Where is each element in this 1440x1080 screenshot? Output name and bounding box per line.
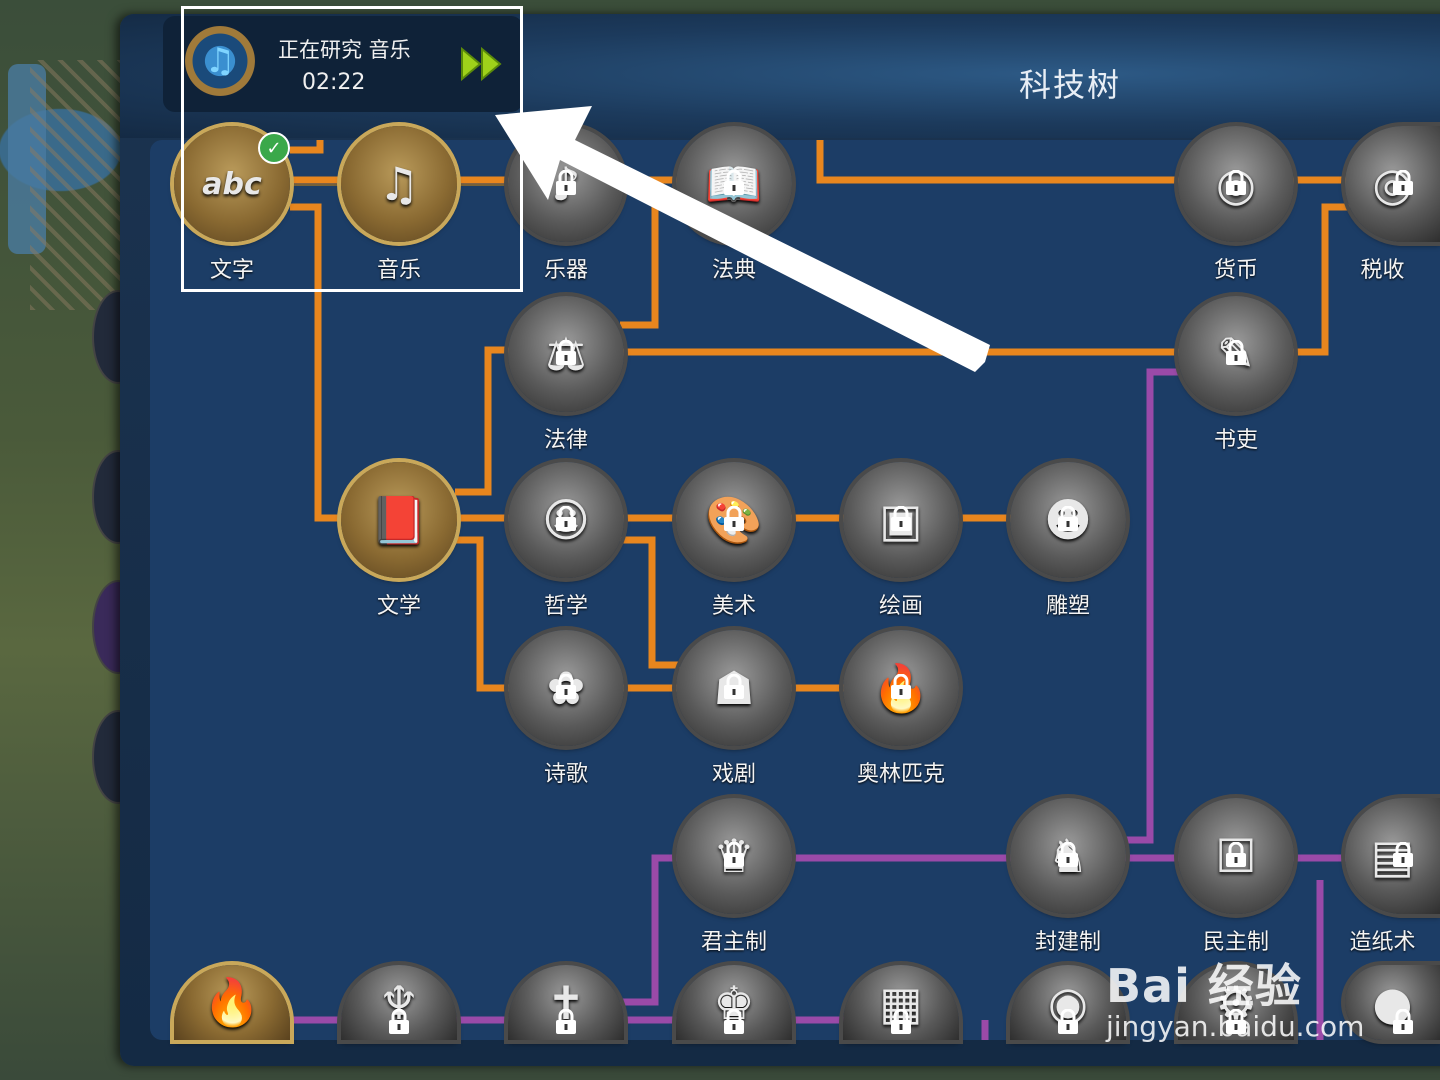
- tech-node-taxes[interactable]: ◎: [1345, 126, 1440, 242]
- music-note-icon: ♫: [185, 26, 255, 96]
- tech-label-painting: 绘画: [878, 594, 923, 619]
- tech-label-olympics: 奥林匹克: [856, 762, 945, 787]
- lock-icon: [891, 1009, 911, 1034]
- abc-icon: abc: [202, 166, 262, 202]
- completed-check-icon: ✓: [258, 132, 290, 164]
- path-philosophy-drama: [620, 536, 680, 669]
- path-code-top: [816, 140, 1180, 184]
- tech-node-papermaking[interactable]: ▤: [1345, 798, 1440, 914]
- lock-icon: [1058, 1009, 1078, 1034]
- path-code-law: [620, 180, 659, 329]
- lock-icon: [724, 842, 744, 867]
- tech-node-painting[interactable]: ▣: [843, 462, 959, 578]
- watermark-brand: Bai 经验: [1106, 959, 1302, 1013]
- tech-label-philosophy: 哲学: [543, 594, 588, 619]
- tech-node-monarchy[interactable]: ♛: [676, 798, 792, 914]
- fast-forward-button[interactable]: [458, 44, 506, 84]
- tech-label-law: 法律: [543, 428, 588, 453]
- lock-icon: [1058, 842, 1078, 867]
- tech-label-writing: 文字: [209, 258, 254, 283]
- tech-label-currency: 货币: [1213, 258, 1258, 283]
- tech-node-poetry[interactable]: ✿: [508, 630, 624, 746]
- path-writing-top: [290, 140, 324, 154]
- tech-node-olympics[interactable]: 🔥: [843, 630, 959, 746]
- lock-icon: [556, 1009, 576, 1034]
- fire-icon: 🔥: [203, 975, 261, 1029]
- lock-icon: [724, 674, 744, 699]
- tech-label-instruments: 乐器: [543, 258, 588, 283]
- tech-label-poetry: 诗歌: [543, 762, 588, 787]
- tech-label-art: 美术: [711, 594, 756, 619]
- tech-node-literature[interactable]: 📕: [341, 462, 457, 578]
- path-scribe-taxes: [1290, 203, 1350, 356]
- path-literature-law: [455, 346, 515, 496]
- tech-label-drama: 戏剧: [711, 762, 756, 787]
- lock-icon: [1058, 506, 1078, 531]
- tech-label-taxes: 税收: [1360, 258, 1405, 283]
- lock-icon: [891, 506, 911, 531]
- tech-node-music[interactable]: ♫: [341, 126, 457, 242]
- tech-node-code[interactable]: 📖: [676, 126, 792, 242]
- music-note-icon: ♫: [378, 157, 420, 211]
- lock-icon: [724, 506, 744, 531]
- path-scribe-feudalism: [1125, 368, 1180, 844]
- fast-forward-icon: [461, 47, 502, 81]
- lock-icon: [1226, 842, 1246, 867]
- tech-node-drama[interactable]: ☗: [676, 630, 792, 746]
- lock-icon: [1393, 1009, 1413, 1034]
- tech-node-philosophy[interactable]: ☺: [508, 462, 624, 578]
- tech-node-gunpowder[interactable]: ●: [1345, 965, 1440, 1040]
- tech-node-feudalism[interactable]: ♞: [1010, 798, 1126, 914]
- tech-label-monarchy: 君主制: [700, 930, 767, 955]
- tech-node-sculpture[interactable]: ☻: [1010, 462, 1126, 578]
- tech-tree-connections: [290, 140, 1350, 1040]
- path-writing-literature: [290, 203, 350, 522]
- lock-icon: [1226, 170, 1246, 195]
- tech-label-scribe: 书吏: [1213, 428, 1258, 453]
- lock-icon: [556, 170, 576, 195]
- lock-icon: [1393, 170, 1413, 195]
- research-label: 正在研究 音乐: [278, 38, 411, 62]
- tech-label-papermaking: 造纸术: [1349, 930, 1416, 955]
- tech-label-democracy: 民主制: [1202, 930, 1269, 955]
- tech-label-feudalism: 封建制: [1034, 930, 1101, 955]
- path-literature-poetry: [455, 536, 515, 692]
- lock-icon: [1226, 1009, 1246, 1034]
- lock-icon: [891, 674, 911, 699]
- lock-icon: [724, 170, 744, 195]
- lock-icon: [556, 674, 576, 699]
- research-timer: 02:22: [302, 70, 366, 95]
- tech-label-sculpture: 雕塑: [1045, 594, 1090, 619]
- tech-node-law[interactable]: ⚖: [508, 296, 624, 412]
- lock-icon: [1226, 340, 1246, 365]
- lock-icon: [556, 340, 576, 365]
- tech-node-currency[interactable]: ◎: [1178, 126, 1294, 242]
- book-icon: 📕: [370, 492, 428, 547]
- tech-label-code: 法典: [711, 258, 756, 283]
- tech-node-democracy[interactable]: ☐: [1178, 798, 1294, 914]
- lock-icon: [1393, 842, 1413, 867]
- lock-icon: [556, 506, 576, 531]
- watermark-url: jingyan.baidu.com: [1106, 1010, 1365, 1043]
- tech-node-scribe[interactable]: ✎: [1178, 296, 1294, 412]
- tech-label-music: 音乐: [376, 258, 421, 283]
- panel-title: 科技树: [1018, 66, 1121, 104]
- tech-node-art[interactable]: 🎨: [676, 462, 792, 578]
- lock-icon: [389, 1009, 409, 1034]
- lock-icon: [724, 1009, 744, 1034]
- tech-label-literature: 文学: [376, 594, 421, 619]
- path-monarchy-religion: [620, 854, 680, 1006]
